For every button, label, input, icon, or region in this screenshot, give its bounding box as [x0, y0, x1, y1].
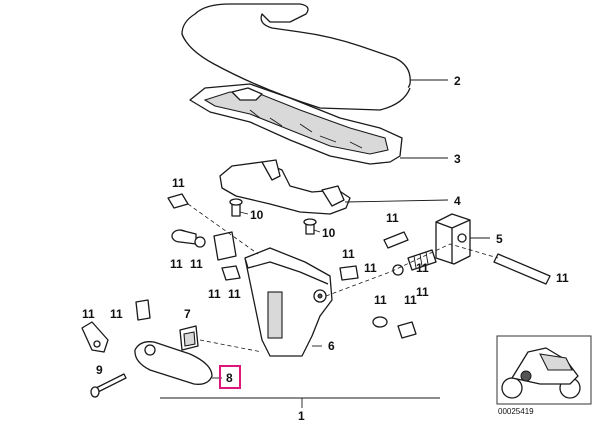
assembly-line-b: [325, 243, 499, 297]
part-2-cushion[interactable]: [181, 3, 411, 111]
callout-10-b[interactable]: 10: [322, 226, 336, 240]
callout-11[interactable]: 11: [374, 293, 387, 307]
inset-location-marker: [520, 370, 532, 382]
part-10-screw-b[interactable]: [303, 218, 317, 235]
callout-10-a[interactable]: 10: [250, 208, 264, 222]
part-3-frame[interactable]: [189, 83, 403, 165]
pin-long-right[interactable]: [493, 253, 551, 285]
callout-11[interactable]: 11: [228, 287, 241, 301]
callout-9[interactable]: 9: [96, 363, 103, 377]
callout-11[interactable]: 11: [172, 176, 185, 190]
pin-left-upright[interactable]: [135, 299, 151, 321]
bracket-left[interactable]: [194, 231, 237, 261]
bolt-right[interactable]: [383, 231, 409, 249]
callout-1[interactable]: 1: [298, 409, 305, 423]
callout-3[interactable]: 3: [454, 152, 461, 166]
callout-11[interactable]: 11: [404, 293, 417, 307]
callout-11[interactable]: 11: [170, 257, 183, 271]
part-10-screw-a[interactable]: [229, 198, 243, 217]
callout-4[interactable]: 4: [454, 194, 461, 208]
part-5-block[interactable]: [435, 213, 471, 265]
callout-7[interactable]: 7: [184, 307, 191, 321]
callout-11[interactable]: 11: [416, 285, 429, 299]
pin-mid-right[interactable]: [339, 265, 359, 281]
part-8-lever[interactable]: [134, 341, 213, 385]
highlight-box-part-8: [219, 365, 241, 389]
clip-bottom-right[interactable]: [372, 316, 417, 339]
part-4-bracket[interactable]: [219, 159, 351, 215]
leader-lines: [160, 79, 490, 408]
part-7-clip[interactable]: [179, 325, 199, 351]
callout-6[interactable]: 6: [328, 339, 335, 353]
inset-motorcycle: [496, 335, 592, 405]
callout-11[interactable]: 11: [342, 247, 355, 261]
callout-11[interactable]: 11: [190, 257, 203, 271]
pin-mid-left[interactable]: [221, 265, 241, 281]
callout-11[interactable]: 11: [110, 307, 123, 321]
callout-11[interactable]: 11: [556, 271, 569, 285]
part-6-holder[interactable]: [244, 247, 333, 357]
callout-11[interactable]: 11: [416, 261, 429, 275]
bushing-left[interactable]: [171, 229, 197, 245]
callout-11[interactable]: 11: [82, 307, 95, 321]
assembly-line-a: [187, 203, 259, 255]
assembly-line-c: [199, 339, 263, 353]
spring-right[interactable]: [392, 249, 437, 276]
callout-11[interactable]: 11: [386, 211, 399, 225]
pin-top-left[interactable]: [167, 193, 189, 209]
callout-11[interactable]: 11: [364, 261, 377, 275]
callout-8[interactable]: 8: [226, 371, 233, 385]
callout-2[interactable]: 2: [454, 74, 461, 88]
callout-11[interactable]: 11: [208, 287, 221, 301]
diagram-reference-number: 00025419: [498, 407, 534, 416]
part-9-screw[interactable]: [90, 373, 127, 398]
callout-5[interactable]: 5: [496, 232, 503, 246]
part-11-hinge[interactable]: [81, 321, 109, 353]
